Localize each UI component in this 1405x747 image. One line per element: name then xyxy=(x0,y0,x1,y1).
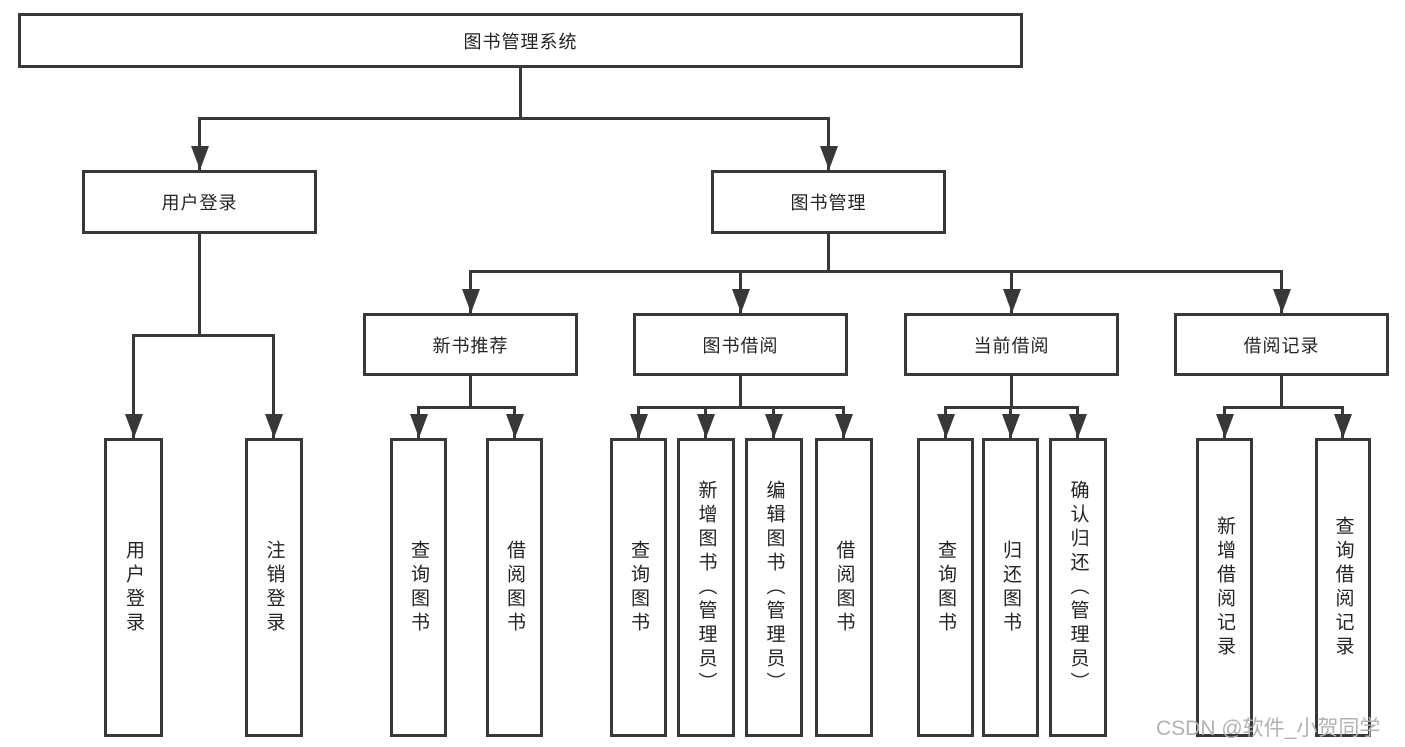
arrow-to-new-book-rec xyxy=(461,270,480,313)
connector-root-rail xyxy=(198,117,830,120)
node-current-borrow-label: 当前借阅 xyxy=(973,335,1050,356)
leaf-return-book: 归还图书 xyxy=(982,438,1039,737)
node-root-label: 图书管理系统 xyxy=(463,31,578,52)
leaf-user-login-label: 用户登录 xyxy=(123,539,144,636)
node-book-mgmt: 图书管理 xyxy=(711,170,946,234)
leaf-query-borrow-record-label: 查询借阅记录 xyxy=(1332,515,1354,660)
leaf-query-borrow-record: 查询借阅记录 xyxy=(1315,438,1371,737)
connector-root-stem xyxy=(519,68,522,118)
arrow-to-user-login xyxy=(190,117,209,170)
leaf-add-book-admin-label: 新增图书（管理员） xyxy=(695,479,717,696)
arrow-to-borrow-book-1 xyxy=(505,406,524,438)
node-book-mgmt-label: 图书管理 xyxy=(790,193,867,213)
arrow-to-query-book-2 xyxy=(629,406,648,438)
connector-borrow-record-rail xyxy=(1223,406,1344,409)
leaf-return-book-label: 归还图书 xyxy=(1000,539,1021,636)
arrow-to-book-mgmt xyxy=(819,117,838,170)
node-new-book-rec-label: 新书推荐 xyxy=(432,335,509,356)
arrow-to-leaf-user-login xyxy=(124,334,143,438)
leaf-confirm-return-admin: 确认归还（管理员） xyxy=(1049,438,1107,737)
connector-current-borrow-stem xyxy=(1010,376,1013,408)
leaf-add-borrow-record-label: 新增借阅记录 xyxy=(1214,515,1235,660)
connector-new-book-rec-stem xyxy=(469,376,472,408)
node-borrow-record-label: 借阅记录 xyxy=(1243,335,1320,356)
leaf-user-login: 用户登录 xyxy=(104,438,163,737)
leaf-logout-label: 注销登录 xyxy=(263,539,285,636)
arrow-to-borrow-record xyxy=(1272,270,1291,313)
arrow-to-query-book-1 xyxy=(409,406,428,438)
connector-book-mgmt-rail xyxy=(469,270,1283,273)
arrow-to-current-borrow xyxy=(1002,270,1021,313)
arrow-to-return-book xyxy=(1001,406,1020,438)
leaf-query-book-borrow: 查询图书 xyxy=(610,438,667,737)
leaf-query-book-rec: 查询图书 xyxy=(390,438,447,737)
leaf-add-borrow-record: 新增借阅记录 xyxy=(1196,438,1253,737)
leaf-confirm-return-admin-label: 确认归还（管理员） xyxy=(1067,479,1089,696)
node-user-login: 用户登录 xyxy=(82,170,317,234)
leaf-borrow-book-rec-label: 借阅图书 xyxy=(504,539,525,636)
leaf-borrow-book-borrow: 借阅图书 xyxy=(815,438,873,737)
node-new-book-rec: 新书推荐 xyxy=(363,313,578,376)
connector-user-login-rail xyxy=(132,334,275,337)
arrow-to-leaf-logout xyxy=(264,334,283,438)
node-book-borrow: 图书借阅 xyxy=(633,313,848,376)
leaf-edit-book-admin-label: 编辑图书（管理员） xyxy=(763,479,785,696)
connector-borrow-record-stem xyxy=(1280,376,1283,408)
leaf-edit-book-admin: 编辑图书（管理员） xyxy=(745,438,803,737)
leaf-query-book-rec-label: 查询图书 xyxy=(408,539,429,636)
arrow-to-query-borrow-record xyxy=(1333,406,1352,438)
csdn-watermark: CSDN @软件_小贺同学 xyxy=(1156,717,1381,740)
arrow-to-edit-book xyxy=(764,406,783,438)
arrow-to-add-borrow-record xyxy=(1215,406,1234,438)
leaf-borrow-book-borrow-label: 借阅图书 xyxy=(833,539,855,636)
leaf-query-book-current-label: 查询图书 xyxy=(935,539,956,636)
arrow-to-confirm-return xyxy=(1068,406,1087,438)
leaf-add-book-admin: 新增图书（管理员） xyxy=(677,438,735,737)
connector-book-mgmt-stem xyxy=(827,233,830,272)
connector-new-book-rec-rail xyxy=(417,406,516,409)
leaf-borrow-book-rec: 借阅图书 xyxy=(486,438,543,737)
connector-book-borrow-rail xyxy=(637,406,845,409)
node-root: 图书管理系统 xyxy=(18,13,1023,68)
arrow-to-add-book xyxy=(696,406,715,438)
arrow-to-borrow-book-2 xyxy=(834,406,853,438)
node-current-borrow: 当前借阅 xyxy=(904,313,1119,376)
node-borrow-record: 借阅记录 xyxy=(1174,313,1389,376)
node-user-login-label: 用户登录 xyxy=(161,193,238,213)
node-book-borrow-label: 图书借阅 xyxy=(702,335,779,356)
leaf-logout: 注销登录 xyxy=(245,438,303,737)
arrow-to-book-borrow xyxy=(731,270,750,313)
arrow-to-query-book-3 xyxy=(936,406,955,438)
leaf-query-book-current: 查询图书 xyxy=(917,438,974,737)
leaf-query-book-borrow-label: 查询图书 xyxy=(628,539,649,636)
connector-book-borrow-stem xyxy=(739,376,742,408)
connector-user-login-stem xyxy=(198,233,201,336)
